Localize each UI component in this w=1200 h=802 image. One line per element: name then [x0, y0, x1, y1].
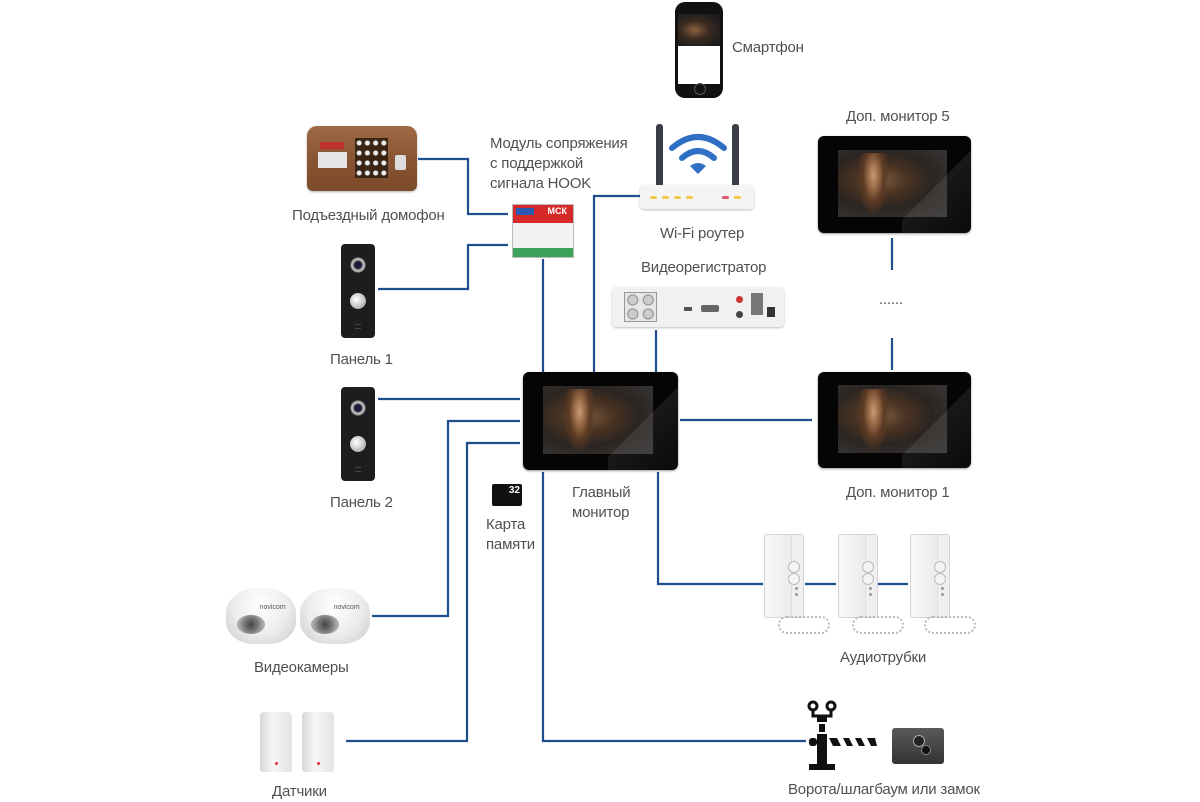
- extra-monitor-5-label: Доп. монитор 5: [846, 108, 950, 125]
- main-monitor-label-1: Главный: [572, 484, 631, 501]
- router-antenna-left: [656, 124, 663, 188]
- main-monitor-device: [523, 372, 678, 470]
- sensor-1: [260, 712, 292, 772]
- wire-intercom-module: [418, 157, 508, 216]
- lock-device: [892, 728, 944, 764]
- handset-cord: [778, 616, 830, 634]
- smartphone-device: [675, 2, 723, 98]
- video-cameras-label: Видеокамеры: [254, 659, 349, 676]
- wire-panel1-module: [378, 243, 508, 291]
- wire-sensors-monitor: [346, 441, 520, 743]
- wire-monitor-handsets: [656, 472, 763, 586]
- audio-handset-1: [764, 534, 804, 618]
- memory-card-icon: 32: [492, 484, 522, 506]
- dvr-label: Видеорегистратор: [641, 259, 767, 276]
- interface-module-device: МСК: [512, 204, 574, 258]
- entrance-intercom-device: [307, 126, 417, 191]
- interface-module-label-2: с поддержкой: [490, 155, 584, 172]
- video-camera-2: novicom: [300, 588, 370, 644]
- audio-handset-3: [910, 534, 950, 618]
- extra-monitor-1-device: [818, 372, 971, 468]
- memory-card-label-2: памяти: [486, 536, 535, 553]
- extra-monitor-5-device: [818, 136, 971, 233]
- barrier-icon: [807, 700, 877, 770]
- panel-2-device: [341, 387, 375, 481]
- main-monitor-label-2: монитор: [572, 504, 630, 521]
- entrance-intercom-label: Подъездный домофон: [292, 207, 445, 224]
- wifi-router-device: [638, 122, 758, 212]
- module-text: МСК: [547, 206, 568, 216]
- interface-module-label-1: Модуль сопряжения: [490, 135, 628, 152]
- wifi-router-label: Wi-Fi роутер: [660, 225, 745, 242]
- wire-router-monitor: [592, 194, 640, 372]
- dvr-device: [612, 287, 784, 327]
- audio-handset-2: [838, 534, 878, 618]
- video-camera-1: novicom: [226, 588, 296, 644]
- memory-card-capacity: 32: [508, 485, 520, 496]
- sensor-2: [302, 712, 334, 772]
- smartphone-label: Смартфон: [732, 39, 804, 56]
- sensors-label: Датчики: [272, 783, 327, 800]
- interface-module-label-3: сигнала HOOK: [490, 175, 592, 192]
- router-body: [640, 185, 754, 209]
- handset-cord: [924, 616, 976, 634]
- memory-card-label-1: Карта: [486, 516, 526, 533]
- audio-handsets-label: Аудиотрубки: [840, 649, 927, 666]
- panel-2-label: Панель 2: [330, 494, 393, 511]
- handset-cord: [852, 616, 904, 634]
- panel-1-device: [341, 244, 375, 338]
- extra-monitor-1-label: Доп. монитор 1: [846, 484, 950, 501]
- wire-cameras-monitor: [372, 419, 520, 618]
- wire-monitor-gate: [541, 472, 806, 743]
- monitor-chain-ellipsis: ......: [879, 291, 903, 308]
- wifi-icon: [669, 134, 727, 174]
- gate-lock-label: Ворота/шлагбаум или замок: [788, 781, 980, 798]
- panel-1-label: Панель 1: [330, 351, 393, 368]
- router-antenna-right: [732, 124, 739, 188]
